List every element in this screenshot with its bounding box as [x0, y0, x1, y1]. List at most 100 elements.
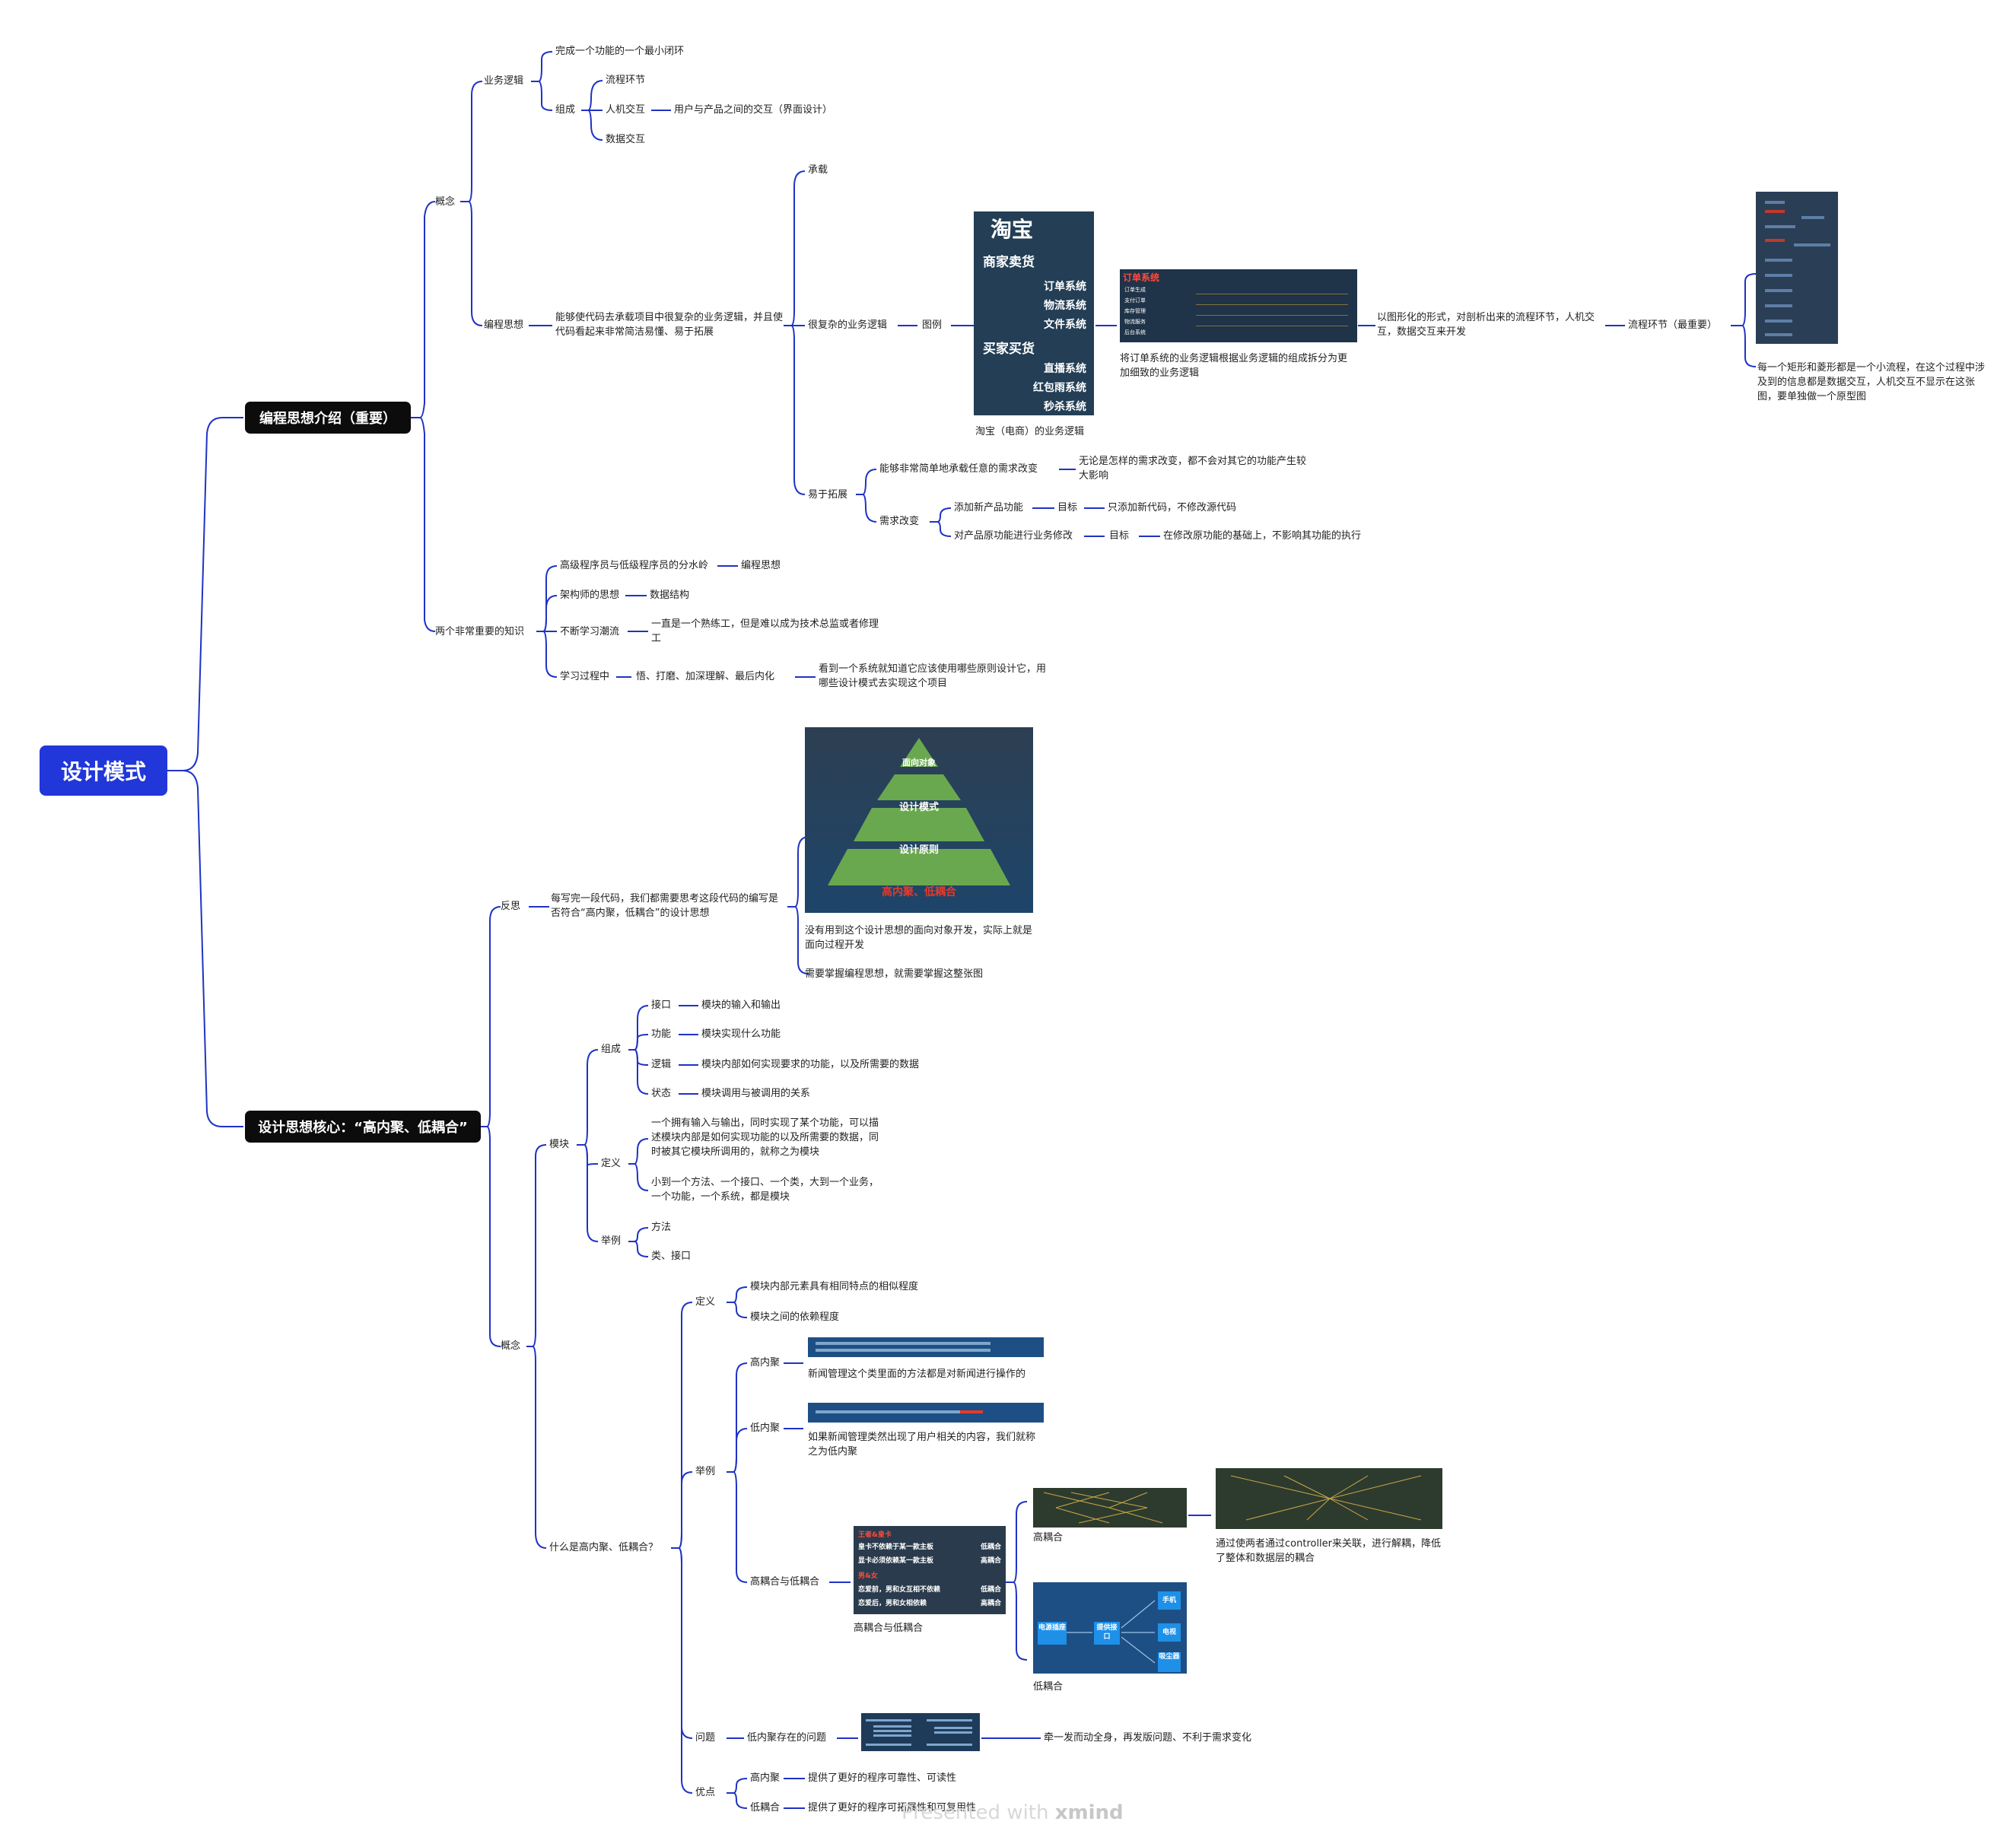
pyramid-label-4: 高内聚、低耦合	[882, 886, 956, 898]
topic-def-coupling[interactable]: 模块之间的依赖程度	[750, 1311, 840, 1323]
watermark-brand: xmind	[1054, 1801, 1124, 1824]
coupling-table-r2-tag: 高耦合	[980, 1557, 1001, 1565]
taobao-file-system: 文件系统	[1044, 319, 1086, 331]
topic-def-cohesion[interactable]: 模块内部元素具有相同特点的相似程度	[750, 1281, 919, 1292]
tv-node: 电视	[1158, 1623, 1181, 1642]
topic-modify-feature-goal[interactable]: 在修改原功能的基础上，不影响其功能的执行	[1163, 530, 1362, 542]
topic-learning-process-def[interactable]: 悟、打磨、加深理解、最后内化	[636, 671, 775, 682]
topic-easy-extend[interactable]: 易于拓展	[808, 489, 848, 501]
topic-module-composition[interactable]: 组成	[601, 1044, 622, 1055]
topic-function-def[interactable]: 模块实现什么功能	[701, 1028, 781, 1040]
presented-with-watermark: Presented with xmind	[901, 1801, 1124, 1824]
topic-state-def[interactable]: 模块调用与被调用的关系	[701, 1088, 811, 1099]
topic-example-method[interactable]: 方法	[651, 1222, 672, 1233]
topic-what-is-cohesion[interactable]: 什么是高内聚、低耦合？	[549, 1542, 659, 1553]
topic-adv-high-cohesion-def[interactable]: 提供了更好的程序可靠性、可读性	[808, 1772, 957, 1784]
topic-req-change[interactable]: 需求改变	[879, 516, 920, 527]
topic-concept-2[interactable]: 概念	[501, 1340, 521, 1352]
flow-box-8	[1765, 274, 1792, 277]
topic-senior-junior[interactable]: 高级程序员与低级程序员的分水岭	[560, 560, 709, 571]
order-row-1: 订单生成	[1124, 287, 1146, 293]
order-panel-title: 订单系统	[1123, 272, 1160, 283]
topic-business-logic-def[interactable]: 完成一个功能的一个最小闭环	[555, 46, 685, 57]
pc-line-1	[866, 1719, 911, 1721]
flow-box-3	[1765, 225, 1795, 228]
topic-business-logic[interactable]: 业务逻辑	[484, 75, 524, 87]
flow-box-1	[1765, 201, 1785, 204]
topic-goal-1[interactable]: 目标	[1057, 502, 1078, 513]
topic-architect-def[interactable]: 数据结构	[650, 590, 690, 601]
topic-carry-any-req[interactable]: 能够非常简单地承载任意的需求改变	[879, 463, 1038, 475]
topic-reflection[interactable]: 反思	[501, 901, 521, 912]
topic-interface-def[interactable]: 模块的输入和输出	[701, 1000, 781, 1011]
vacuum-node: 吸尘器	[1158, 1652, 1181, 1672]
topic-architect[interactable]: 架构师的思想	[560, 590, 620, 601]
topic-adv-high-cohesion[interactable]: 高内聚	[750, 1772, 781, 1784]
topic-high-cohesion[interactable]: 高内聚	[750, 1357, 781, 1369]
topic-carry-any-req-def[interactable]: 无论是怎样的需求改变，都不会对其它的功能产生较大影响	[1079, 456, 1307, 482]
branch-programming-thinking[interactable]: 编程思想介绍（重要）	[245, 402, 411, 434]
high-cohesion-caption: 新闻管理这个类里面的方法都是对新闻进行操作的	[808, 1369, 1026, 1380]
topic-logic[interactable]: 逻辑	[651, 1059, 672, 1070]
topic-concept[interactable]: 概念	[435, 196, 456, 208]
topic-reflection-def[interactable]: 每写完一段代码，我们都需要思考这段代码的编写是否符合“高内聚，低耦合”的设计思想	[551, 893, 779, 919]
topic-two-key-knowledge[interactable]: 两个非常重要的知识	[435, 626, 525, 637]
topic-module-example[interactable]: 举例	[601, 1235, 622, 1247]
topic-flow-step[interactable]: 流程环节	[606, 75, 646, 86]
topic-legend[interactable]: 图例	[922, 319, 943, 331]
topic-module-definition-1[interactable]: 一个拥有输入与输出，同时实现了某个功能，可以描述模块内部是如何实现功能的以及所需…	[651, 1117, 879, 1158]
topic-problem-result[interactable]: 牵一发而动全身，再发版问题、不利于需求变化	[1044, 1732, 1252, 1744]
flow-box-12	[1765, 333, 1792, 336]
pyramid-layer-1	[900, 738, 938, 767]
coupling-table-r1-tag: 低耦合	[980, 1543, 1001, 1551]
topic-goal-2[interactable]: 目标	[1109, 530, 1130, 542]
topic-complex-logic[interactable]: 很复杂的业务逻辑	[808, 319, 888, 331]
topic-state[interactable]: 状态	[651, 1088, 672, 1099]
topic-adv-low-coupling-def[interactable]: 提供了更好的程序可拓展性和可复用性	[808, 1802, 977, 1814]
topic-module-definition[interactable]: 定义	[601, 1158, 622, 1169]
topic-module[interactable]: 模块	[549, 1139, 570, 1150]
low-coupling-diagram-image: 电源插座 提供接口 手机 电视 吸尘器	[1033, 1582, 1187, 1674]
flowchart-note: 每一个矩形和菱形都是一个小流程，在这个过程中涉及到的信息都是数据交互，人机交互不…	[1757, 362, 1986, 402]
topic-add-feature-goal[interactable]: 只添加新代码，不修改源代码	[1108, 502, 1237, 513]
branch-design-core[interactable]: 设计思想核心：“高内聚、低耦合”	[245, 1111, 481, 1143]
topic-problem[interactable]: 问题	[695, 1732, 716, 1744]
topic-definition-3[interactable]: 定义	[695, 1296, 716, 1308]
topic-example-class[interactable]: 类、接口	[651, 1251, 692, 1262]
topic-add-feature[interactable]: 添加新产品功能	[954, 502, 1024, 513]
topic-advantages[interactable]: 优点	[695, 1787, 716, 1798]
taobao-title: 淘宝	[991, 217, 1034, 242]
topic-function[interactable]: 功能	[651, 1028, 672, 1040]
topic-programming-thinking[interactable]: 编程思想	[484, 319, 524, 331]
topic-senior-junior-def[interactable]: 编程思想	[741, 560, 781, 571]
topic-logic-def[interactable]: 模块内部如何实现要求的功能，以及所需要的数据	[701, 1059, 920, 1070]
topic-low-cohesion[interactable]: 低内聚	[750, 1423, 781, 1434]
topic-keep-learning-def[interactable]: 一直是一个熟练工，但是难以成为技术总监或者修理工	[651, 618, 879, 644]
topic-learning-process-result[interactable]: 看到一个系统就知道它应该使用哪些原则设计它，用哪些设计模式去实现这个项目	[819, 663, 1047, 689]
topic-human-interaction-def[interactable]: 用户与产品之间的交互（界面设计）	[674, 104, 833, 116]
high-coupling-caption: 高耦合	[1033, 1532, 1064, 1543]
coupling-table-r1-text: 皇卡不依赖于某一款主板	[858, 1543, 934, 1551]
topic-programming-thinking-def[interactable]: 能够使代码去承载项目中很复杂的业务逻辑，并且使代码看起来非常简洁易懂、易于拓展	[555, 312, 784, 338]
topic-composition[interactable]: 组成	[555, 104, 576, 116]
topic-data-interaction[interactable]: 数据交互	[606, 134, 646, 145]
topic-human-interaction[interactable]: 人机交互	[606, 104, 646, 116]
topic-carry[interactable]: 承载	[808, 164, 828, 176]
flow-box-11	[1765, 319, 1792, 323]
coupling-table-h1: 王者&皇卡	[858, 1531, 892, 1539]
topic-module-definition-2[interactable]: 小到一个方法、一个接口、一个类，大到一个业务，一个功能，一个系统，都是模块	[651, 1177, 879, 1203]
root-topic[interactable]: 设计模式	[40, 745, 167, 796]
order-row-5: 后台系统	[1124, 329, 1146, 335]
topic-keep-learning[interactable]: 不断学习潮流	[560, 626, 620, 637]
topic-graphical-dev[interactable]: 以图形化的形式，对剖析出来的流程环节，人机交互，数据交互来开发	[1377, 312, 1595, 338]
topic-flow-step-key[interactable]: 流程环节（最重要）	[1628, 319, 1718, 331]
flow-box-6	[1794, 243, 1830, 246]
order-caption: 将订单系统的业务逻辑根据业务逻辑的组成拆分为更加细致的业务逻辑	[1120, 353, 1348, 379]
topic-modify-feature[interactable]: 对产品原功能进行业务修改	[954, 530, 1073, 542]
topic-interface[interactable]: 接口	[651, 1000, 672, 1011]
topic-high-low-coupling[interactable]: 高耦合与低耦合	[750, 1576, 820, 1588]
topic-adv-low-coupling[interactable]: 低耦合	[750, 1802, 781, 1814]
topic-example-2[interactable]: 举例	[695, 1466, 716, 1477]
topic-learning-process[interactable]: 学习过程中	[560, 671, 610, 682]
topic-low-cohesion-problem[interactable]: 低内聚存在的问题	[747, 1732, 827, 1744]
